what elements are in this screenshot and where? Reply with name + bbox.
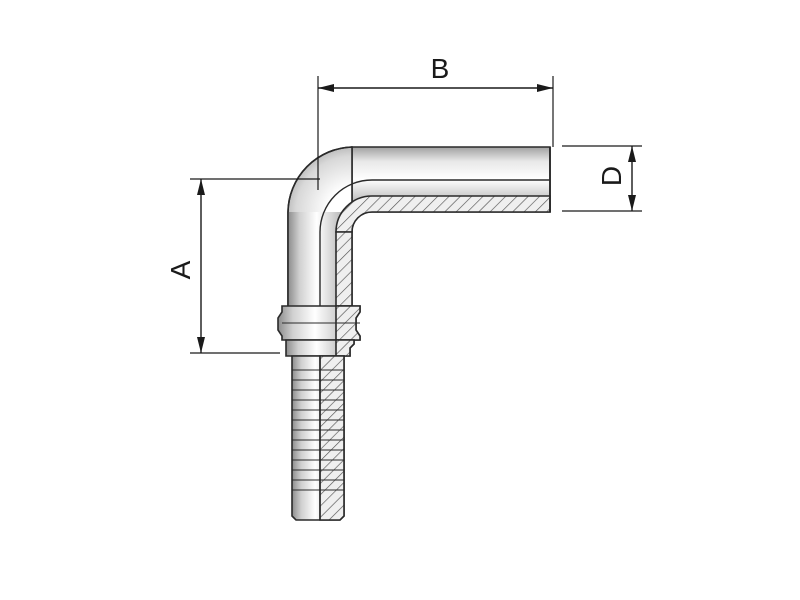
dimension-a-label: A [165, 260, 196, 279]
dimension-d-arrow-top [628, 146, 636, 162]
dimension-d: D [562, 145, 642, 212]
dimension-d-arrow-bottom [628, 195, 636, 211]
dimension-d-label: D [596, 166, 627, 186]
dimension-a-arrow-bottom [197, 337, 205, 353]
dimension-b-arrow-left [318, 84, 334, 92]
elbow-fitting [277, 146, 551, 521]
dimension-a: A [165, 178, 320, 354]
dimension-a-arrow-top [197, 179, 205, 195]
hex-collar [277, 305, 361, 341]
dimension-b-label: B [431, 53, 450, 84]
inner-bore-outline [319, 179, 550, 518]
dimension-b-arrow-right [537, 84, 553, 92]
hose-barb-stem [291, 355, 345, 521]
collar-ring-lower [285, 339, 355, 357]
dimension-b: B [317, 53, 554, 190]
section-hatch-horizontal [335, 195, 551, 233]
section-hatch-vertical [335, 231, 353, 307]
